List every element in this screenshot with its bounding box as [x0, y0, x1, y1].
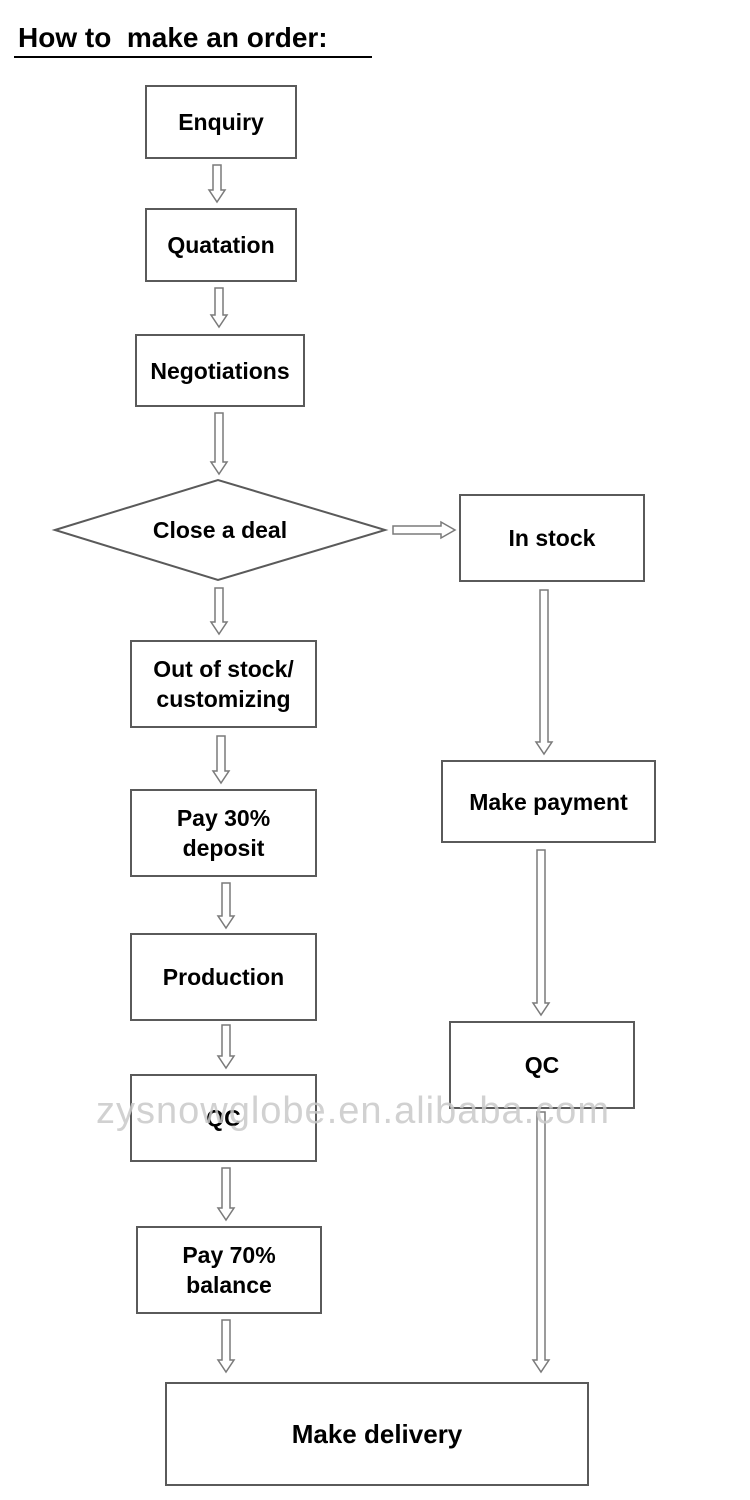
arrow-quatation-to-negotiations [209, 287, 229, 329]
node-make-payment: Make payment [441, 760, 656, 843]
arrow-qc-to-delivery [531, 1111, 551, 1374]
node-close-deal: Close a deal [152, 516, 288, 543]
node-quatation: Quatation [145, 208, 297, 282]
arrow-payment-to-qc [531, 849, 551, 1017]
node-out-of-stock: Out of stock/ customizing [130, 640, 317, 728]
arrow-negotiations-to-close-deal [209, 412, 229, 476]
decision-diamond [51, 478, 389, 582]
arrow-deposit-to-production [216, 882, 236, 930]
arrow-in-stock-to-payment [534, 589, 554, 756]
arrow-enquiry-to-quatation [207, 164, 227, 204]
arrow-production-to-qc [216, 1024, 236, 1070]
title-underline [14, 56, 372, 58]
arrow-out-of-stock-to-deposit [211, 735, 231, 785]
node-pay-balance: Pay 70% balance [136, 1226, 322, 1314]
page-title: How to make an order: [18, 22, 328, 53]
arrow-qc-to-balance [216, 1167, 236, 1222]
node-make-delivery: Make delivery [165, 1382, 589, 1486]
node-pay-deposit: Pay 30% deposit [130, 789, 317, 877]
arrow-close-deal-to-in-stock [392, 520, 457, 540]
node-enquiry: Enquiry [145, 85, 297, 159]
node-production: Production [130, 933, 317, 1021]
node-qc-right: QC [449, 1021, 635, 1109]
arrow-balance-to-delivery [216, 1319, 236, 1374]
node-negotiations: Negotiations [135, 334, 305, 407]
node-in-stock: In stock [459, 494, 645, 582]
node-qc-left: QC [130, 1074, 317, 1162]
arrow-close-deal-to-out-of-stock [209, 587, 229, 636]
